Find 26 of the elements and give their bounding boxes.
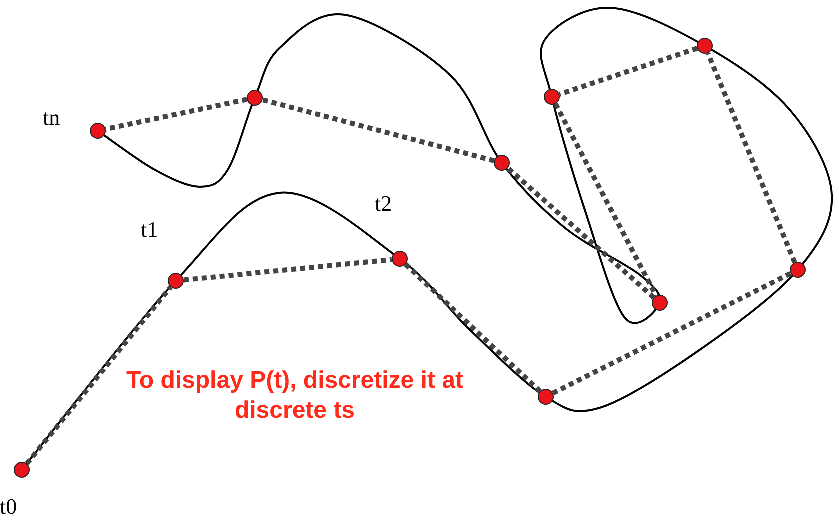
point-marker [14,462,30,478]
dotted-line [553,102,659,298]
dotted-line [262,98,495,164]
point-label: t2 [375,191,392,217]
dotted-line [25,286,173,466]
dotted-line [706,52,798,264]
point-marker [247,90,263,106]
point-label: t1 [141,217,158,243]
dotted-line [404,262,542,394]
point-marker [538,389,554,405]
point-label: tn [43,105,60,131]
point-marker [168,273,184,289]
point-label: t0 [0,494,18,520]
point-marker [392,251,408,267]
point-marker [652,295,668,311]
note-text: To display P(t), discretize it at discrete ts [126,366,464,426]
point-marker [790,262,806,278]
dotted-line [506,166,656,300]
dotted-line [552,271,792,396]
dotted-line [558,46,698,97]
point-marker [494,155,510,171]
dotted-line [105,97,248,132]
dotted-line [184,257,392,283]
point-marker [90,123,106,139]
point-marker [697,38,713,54]
point-marker [544,89,560,105]
